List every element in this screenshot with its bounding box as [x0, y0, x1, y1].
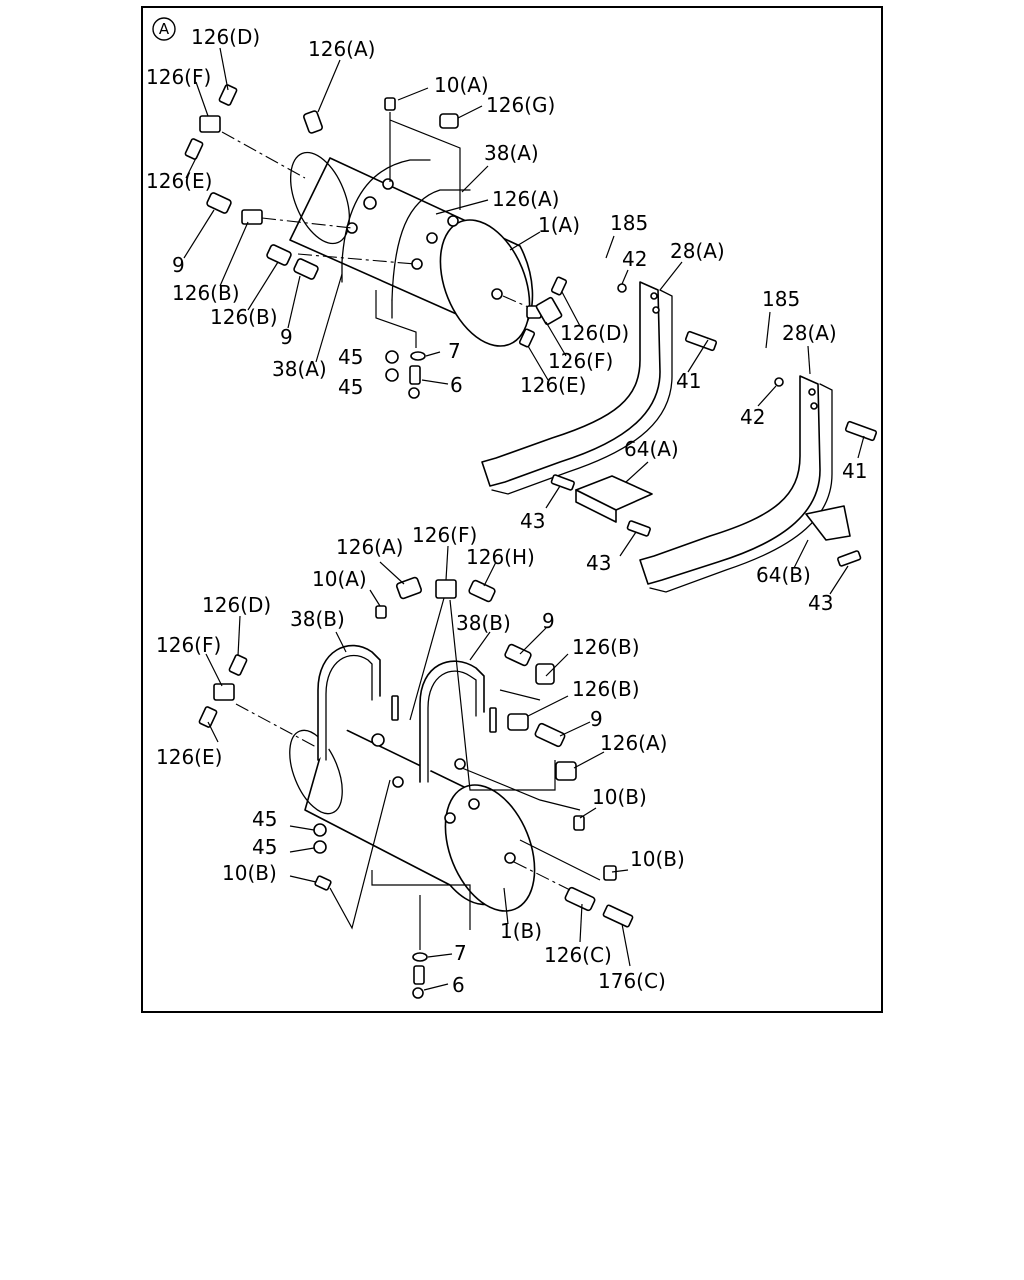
leader-lines [183, 47, 865, 991]
callout: 126(F) [548, 349, 613, 373]
callout: 41 [676, 369, 701, 393]
callout: 126(H) [466, 545, 535, 569]
callout: 1(B) [500, 919, 542, 943]
callout: 43 [520, 509, 545, 533]
callout: 45 [338, 345, 363, 369]
callout: 38(A) [484, 141, 539, 165]
bracket-rear [639, 375, 878, 593]
bracket-front [481, 281, 718, 495]
callout: 28(A) [670, 239, 725, 263]
callout: 10(A) [312, 567, 367, 591]
callout: 10(B) [592, 785, 647, 809]
callout: 126(F) [156, 633, 221, 657]
callout: 126(E) [146, 169, 212, 193]
callout: 176(C) [598, 969, 666, 993]
callout: 1(A) [538, 213, 580, 237]
callout: 126(A) [308, 37, 375, 61]
centerline [221, 131, 306, 179]
callout: 126(A) [492, 187, 559, 211]
callout: 126(E) [156, 745, 222, 769]
callout: 126(D) [560, 321, 629, 345]
callout: 126(B) [172, 281, 240, 305]
strap-lower [317, 644, 497, 783]
callout: 38(B) [290, 607, 345, 631]
callout: 126(B) [572, 635, 640, 659]
callout: 126(F) [146, 65, 211, 89]
callout: 126(E) [520, 373, 586, 397]
assembly-line [389, 112, 461, 210]
callout: 6 [450, 373, 463, 397]
fitting-cluster-upper-right [518, 276, 568, 348]
callout: 9 [590, 707, 603, 731]
callout: 7 [454, 941, 467, 965]
assembly-line [409, 597, 556, 791]
callout: 10(A) [434, 73, 489, 97]
callout: 64(A) [624, 437, 679, 461]
diagram-frame [141, 6, 883, 1013]
callout: 45 [338, 375, 363, 399]
assembly-line [329, 779, 601, 930]
centerline [235, 703, 319, 749]
callout: 9 [172, 253, 185, 277]
svg-text:A: A [159, 20, 170, 38]
callout: 126(B) [210, 305, 278, 329]
callout: 126(G) [486, 93, 555, 117]
fitting-cluster-lower [198, 576, 634, 999]
callout: 185 [762, 287, 800, 311]
callout: 7 [448, 339, 461, 363]
callout: 126(A) [600, 731, 667, 755]
callout: 42 [740, 405, 765, 429]
view-marker: A [152, 17, 176, 41]
callout: 126(A) [336, 535, 403, 559]
callout: 64(B) [756, 563, 811, 587]
fitting-cluster-upper-left [184, 84, 459, 280]
callout: 9 [280, 325, 293, 349]
callout: 185 [610, 211, 648, 235]
callout: 10(B) [222, 861, 277, 885]
callout: 42 [622, 247, 647, 271]
callout: 126(D) [191, 25, 260, 49]
strap-upper [341, 159, 471, 319]
callout-labels: 126(D) 126(F) 126(E) 126(A) 10(A) 126(G)… [146, 25, 867, 997]
callout: 10(B) [630, 847, 685, 871]
callout: 41 [842, 459, 867, 483]
callout: 126(C) [544, 943, 612, 967]
callout: 126(F) [412, 523, 477, 547]
callout: 28(A) [782, 321, 837, 345]
drain-parts-upper [385, 350, 426, 399]
centerline [297, 253, 416, 265]
centerline [513, 861, 571, 891]
air-tank-upper [289, 151, 534, 347]
callout: 126(B) [572, 677, 640, 701]
callout: 45 [252, 807, 277, 831]
callout: 38(A) [272, 357, 327, 381]
assembly-line [371, 870, 471, 950]
callout: 43 [808, 591, 833, 615]
callout: 45 [252, 835, 277, 859]
centerline [261, 217, 353, 229]
callout: 9 [542, 609, 555, 633]
callout: 126(D) [202, 593, 271, 617]
callout: 43 [586, 551, 611, 575]
plate-64A [550, 474, 653, 537]
callout: 6 [452, 973, 465, 997]
callout: 38(B) [456, 611, 511, 635]
assembly-line [461, 689, 581, 811]
assembly-line [375, 290, 417, 348]
air-tank-lower [289, 721, 536, 912]
